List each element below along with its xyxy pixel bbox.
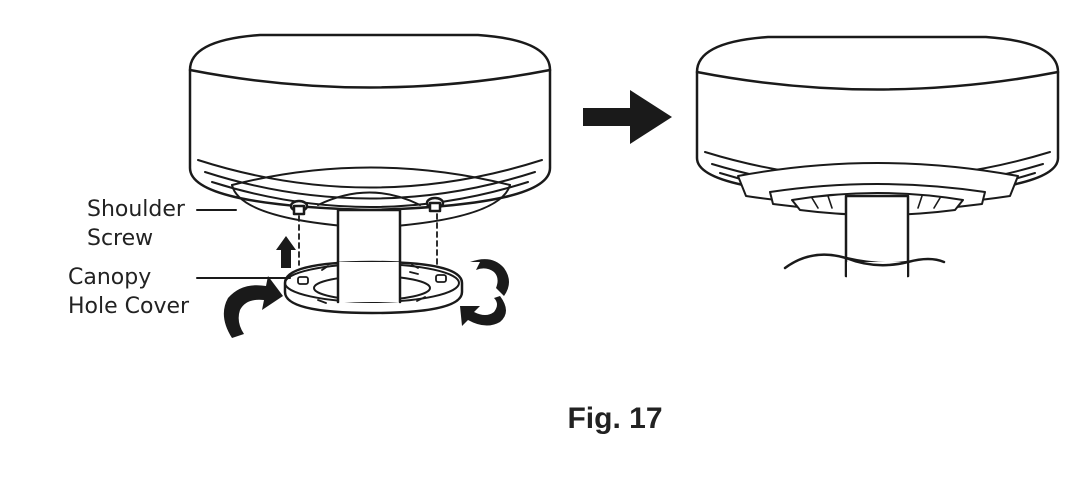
canopy-hole-cover [283, 260, 464, 315]
shoulder-screw-label-line1: Shoulder [87, 197, 185, 222]
shoulder-screw-label-line2: Screw [87, 226, 154, 251]
canopy-hole-cover-label-line2: Hole Cover [68, 294, 190, 319]
figure-caption: Fig. 17 [567, 402, 663, 435]
shoulder-screw-right [425, 196, 445, 213]
right-canopy [695, 35, 1060, 282]
lift-up-arrow-icon [276, 236, 296, 268]
rotate-arrow-right-bottom-icon [460, 296, 506, 326]
shoulder-screw-left [289, 199, 309, 216]
rotate-arrow-left-icon [223, 276, 283, 338]
rotate-arrow-right-top-icon [470, 259, 509, 296]
canopy-hole-cover-label-line1: Canopy [68, 265, 152, 290]
next-step-arrow-icon [583, 90, 672, 144]
